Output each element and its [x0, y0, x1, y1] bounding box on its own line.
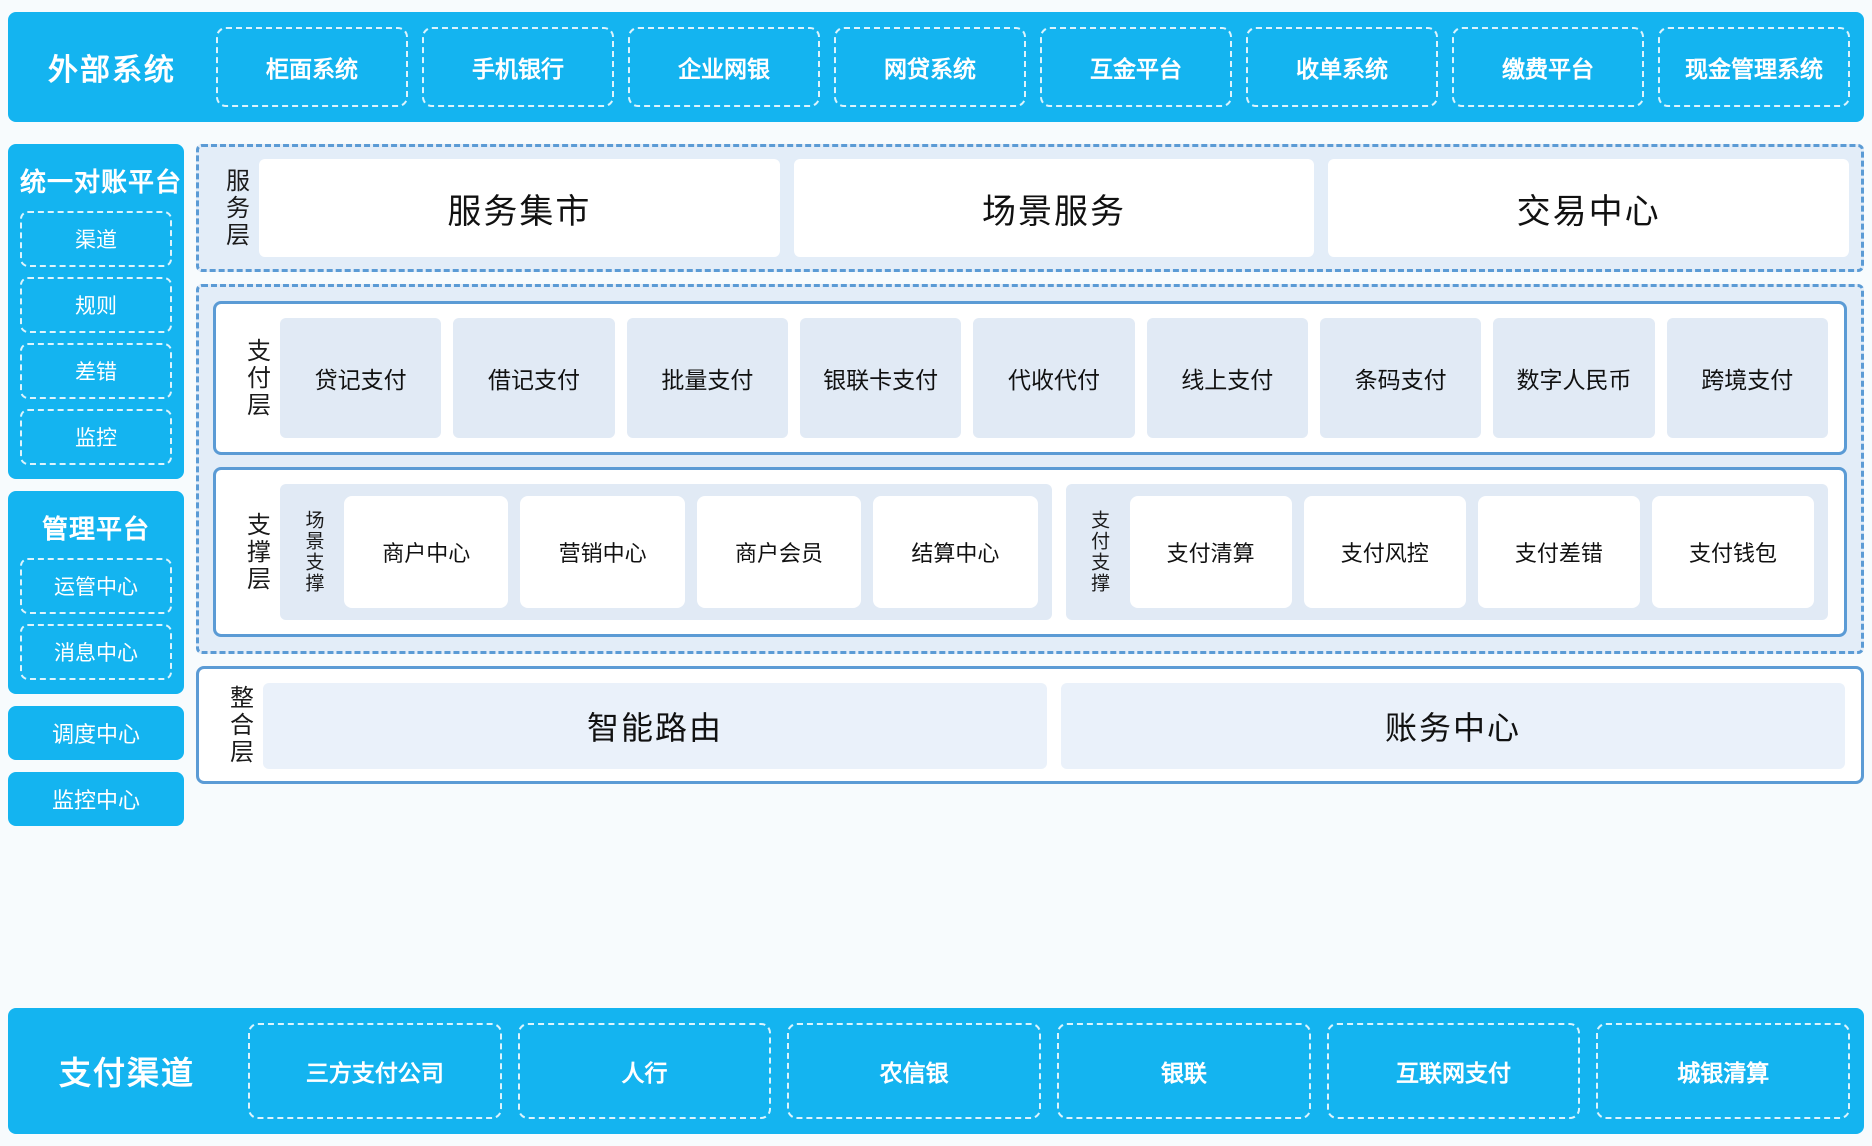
management-item-operations-center[interactable]: 运管中心: [20, 558, 172, 614]
reconciliation-item-error[interactable]: 差错: [20, 343, 172, 399]
payment-channel-item-third-party[interactable]: 三方支付公司: [248, 1023, 502, 1119]
scene-support-item-settlement-center[interactable]: 结算中心: [873, 496, 1038, 608]
payment-item-barcode[interactable]: 条码支付: [1319, 318, 1482, 438]
scene-support-item-merchant-center[interactable]: 商户中心: [344, 496, 509, 608]
payment-item-unionpay-card[interactable]: 银联卡支付: [799, 318, 962, 438]
payment-support-label: 支付支撑: [1088, 510, 1110, 594]
payment-support-item-clearing[interactable]: 支付清算: [1129, 496, 1292, 608]
external-system-item[interactable]: 收单系统: [1246, 27, 1438, 107]
external-system-item[interactable]: 企业网银: [628, 27, 820, 107]
payment-channel-item-pboc[interactable]: 人行: [517, 1023, 772, 1119]
payment-channels-band: 支付渠道 三方支付公司 人行 农信银 银联 互联网支付 城银清算: [8, 1008, 1864, 1134]
left-sidebar: 统一对账平台 渠道 规则 差错 监控 管理平台 运管中心 消息中心 调度中心 监…: [8, 144, 184, 838]
reconciliation-platform-title: 统一对账平台: [20, 167, 183, 197]
payment-item-batch[interactable]: 批量支付: [626, 318, 788, 438]
service-layer-section: 服务层 服务集市 场景服务 交易中心: [196, 144, 1864, 272]
payment-support-item-risk-control[interactable]: 支付风控: [1303, 496, 1466, 608]
external-system-item[interactable]: 网贷系统: [834, 27, 1026, 107]
integration-layer-label: 整合层: [225, 684, 253, 766]
service-layer-item-transaction-center[interactable]: 交易中心: [1328, 159, 1850, 257]
payment-item-cross-border[interactable]: 跨境支付: [1666, 318, 1828, 438]
external-system-item[interactable]: 手机银行: [422, 27, 614, 107]
center-stack: 服务层 服务集市 场景服务 交易中心 支付层 贷记支付 借记支付 批量支付 银联…: [196, 144, 1864, 796]
payment-support-group: 支付支撑 支付清算 支付风控 支付差错 支付钱包: [1065, 484, 1828, 620]
reconciliation-item-channel[interactable]: 渠道: [20, 211, 172, 267]
integration-item-accounting-center[interactable]: 账务中心: [1061, 683, 1845, 769]
management-platform-card: 管理平台 运管中心 消息中心: [8, 491, 184, 694]
integration-layer-panel: 整合层 智能路由 账务中心: [196, 666, 1864, 784]
integration-item-smart-routing[interactable]: 智能路由: [263, 683, 1047, 769]
payment-layer-panel: 支付层 贷记支付 借记支付 批量支付 银联卡支付 代收代付 线上支付 条码支付 …: [213, 301, 1847, 455]
management-item-message-center[interactable]: 消息中心: [20, 624, 172, 680]
external-system-item[interactable]: 柜面系统: [216, 27, 408, 107]
payment-item-online[interactable]: 线上支付: [1146, 318, 1308, 438]
external-system-item[interactable]: 现金管理系统: [1658, 27, 1850, 107]
external-system-item[interactable]: 互金平台: [1040, 27, 1232, 107]
service-layer-item-scene-service[interactable]: 场景服务: [793, 159, 1315, 257]
support-layer-label: 支撑层: [242, 511, 270, 593]
payment-layer-label: 支付层: [242, 337, 270, 419]
payment-channel-item-city-bank-clearing[interactable]: 城银清算: [1596, 1023, 1851, 1119]
scene-support-item-merchant-member[interactable]: 商户会员: [696, 496, 862, 608]
payment-channel-item-internet-payment[interactable]: 互联网支付: [1326, 1023, 1581, 1119]
monitoring-center-card[interactable]: 监控中心: [8, 772, 184, 826]
payment-channel-item-rural-credit[interactable]: 农信银: [787, 1023, 1042, 1119]
service-layer-item-marketplace[interactable]: 服务集市: [259, 159, 780, 257]
payment-item-collection-payment[interactable]: 代收代付: [973, 318, 1135, 438]
payment-item-debit[interactable]: 借记支付: [453, 318, 615, 438]
scene-support-item-marketing-center[interactable]: 营销中心: [520, 496, 685, 608]
management-platform-title: 管理平台: [41, 514, 150, 544]
payment-support-item-error[interactable]: 支付差错: [1477, 496, 1640, 608]
payment-item-digital-rmb[interactable]: 数字人民币: [1493, 318, 1655, 438]
scene-support-label: 场景支撑: [302, 510, 324, 594]
payment-item-credit[interactable]: 贷记支付: [280, 318, 442, 438]
reconciliation-platform-card: 统一对账平台 渠道 规则 差错 监控: [8, 144, 184, 479]
reconciliation-item-rule[interactable]: 规则: [20, 277, 172, 333]
reconciliation-item-monitor[interactable]: 监控: [20, 409, 172, 465]
external-systems-title: 外部系统: [48, 54, 176, 87]
external-systems-band: 外部系统 柜面系统 手机银行 企业网银 网贷系统 互金平台 收单系统 缴费平台 …: [8, 12, 1864, 122]
payment-channels-title: 支付渠道: [58, 1055, 195, 1091]
payment-channel-item-unionpay[interactable]: 银联: [1057, 1023, 1311, 1119]
scheduling-center-card[interactable]: 调度中心: [8, 706, 184, 760]
support-layer-panel: 支撑层 场景支撑 商户中心 营销中心 商户会员 结算中心 支付支撑 支付清算 支…: [213, 467, 1847, 637]
service-layer-label: 服务层: [221, 167, 249, 249]
external-system-item[interactable]: 缴费平台: [1452, 27, 1644, 107]
payment-support-item-wallet[interactable]: 支付钱包: [1651, 496, 1815, 608]
payment-support-section: 支付层 贷记支付 借记支付 批量支付 银联卡支付 代收代付 线上支付 条码支付 …: [196, 284, 1864, 654]
scene-support-group: 场景支撑 商户中心 营销中心 商户会员 结算中心: [280, 484, 1052, 620]
